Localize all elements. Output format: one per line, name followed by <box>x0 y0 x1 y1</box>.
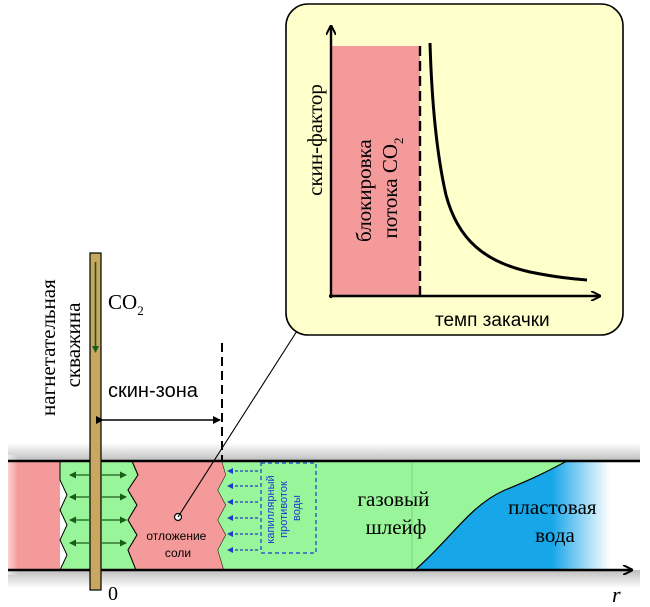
blocking-line-2: потока CO <box>378 144 402 239</box>
inset-y-label: скин-фактор <box>303 84 327 196</box>
salt-line-2: соли <box>165 546 191 560</box>
r-axis-label: r <box>612 582 621 607</box>
blocking-line-1: блокировка <box>352 139 376 242</box>
capillary-counterflow: капиллярный противоток воды <box>227 462 317 554</box>
well-label-line-2: скважина <box>61 302 85 387</box>
skin-zone-label: скин-зона <box>108 380 199 402</box>
formation-water-zone <box>415 461 610 570</box>
bedrock-shade <box>8 570 640 588</box>
co2-label: CO2 <box>108 290 144 318</box>
formation-water-line-1: пластовая <box>508 495 597 519</box>
counterflow-arrows <box>227 468 258 553</box>
blocking-subscript: 2 <box>391 138 406 145</box>
capillary-line-3: воды <box>291 495 303 521</box>
capillary-label: капиллярный противоток воды <box>265 472 303 543</box>
inset-x-label: темп закачки <box>435 310 550 331</box>
gas-plume-line-2: шлейф <box>366 515 427 539</box>
injection-well: нагнетательная скважина CO2 0 <box>36 252 144 605</box>
callout-leader <box>177 330 298 518</box>
radial-flow-arrows <box>69 471 127 547</box>
caprock-shade <box>8 443 640 461</box>
gas-plume-label: газовый шлейф <box>357 487 434 539</box>
gas-water-contact <box>414 460 568 571</box>
origin-label: 0 <box>108 583 118 605</box>
reservoir-layer <box>0 443 640 588</box>
blocking-label: блокировка потока CO2 <box>352 134 406 242</box>
skin-zone-indicator: скин-зона <box>96 343 223 461</box>
skin-factor-curve <box>428 42 588 282</box>
formation-water-line-2: вода <box>535 523 575 547</box>
salt-line-1: отложение <box>146 529 206 543</box>
formation-water-label: пластовая вода <box>508 495 602 547</box>
capillary-line-2: противоток <box>278 481 290 538</box>
well-label: нагнетательная скважина <box>36 274 85 416</box>
capillary-line-1: капиллярный <box>265 475 277 543</box>
left-fade <box>0 455 18 575</box>
co2-text: CO <box>108 290 137 314</box>
salt-deposit-label: отложение соли <box>146 529 209 560</box>
blocking-region <box>331 46 420 296</box>
gas-plume-line-1: газовый <box>357 487 429 511</box>
well-label-line-1: нагнетательная <box>36 279 60 416</box>
inset-chart: скин-фактор темп закачки блокировка пото… <box>285 3 624 336</box>
blocking-line-2-group: потока CO2 <box>378 138 406 239</box>
co2-subscript: 2 <box>137 303 144 318</box>
capillary-box <box>260 462 317 554</box>
